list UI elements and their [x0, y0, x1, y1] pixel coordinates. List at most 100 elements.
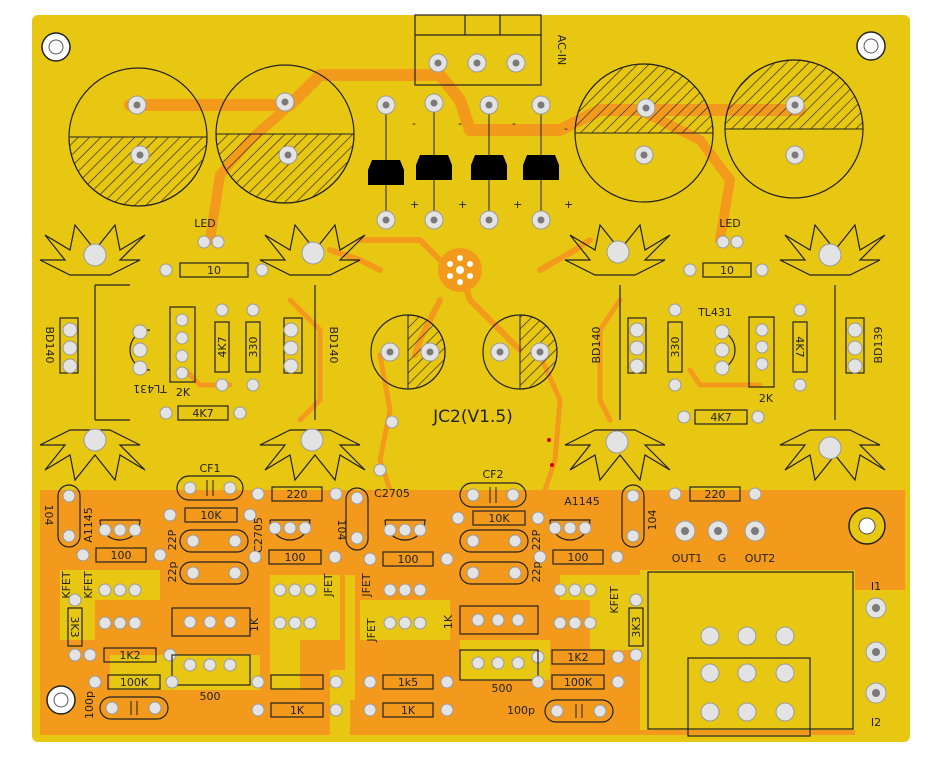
resistor-1k5: 1k5 [363, 674, 454, 690]
svg-text:BD140: BD140 [327, 326, 340, 363]
resistor-10k-right: 10K [451, 510, 545, 526]
svg-text:22P: 22P [530, 529, 543, 550]
filter-cap-3 [574, 63, 714, 203]
svg-text:22P: 22P [166, 529, 179, 550]
cap-100p-right: 100p [507, 699, 614, 723]
svg-text:4K7: 4K7 [793, 336, 806, 357]
resistor-220-right: 220 [668, 486, 762, 502]
resistor-1k-e: 1K [363, 702, 454, 718]
heatsink-left-1 [39, 223, 146, 482]
heatsink-left-2 [259, 223, 366, 482]
resistor-100-a: 100 [76, 547, 167, 563]
svg-text:22p: 22p [166, 561, 179, 582]
cap-cf2: CF2 [459, 468, 527, 508]
i2-label: I2 [871, 716, 881, 729]
svg-text:3K3: 3K3 [630, 616, 643, 637]
svg-text:1K2: 1K2 [567, 651, 588, 664]
a1145-left-label: A1145 [82, 507, 95, 543]
resistor-100-d: 100 [533, 549, 624, 565]
ac-in-connector: AC-IN [414, 14, 568, 86]
trimmer-500-left: 500 [171, 654, 251, 703]
svg-text:10K: 10K [200, 509, 222, 522]
resistor-1k-c [251, 674, 343, 690]
heatsink-right-1 [564, 223, 671, 482]
vias [373, 415, 554, 477]
mounting-holes [41, 31, 886, 715]
resistor-1k-d: 1K [251, 702, 343, 718]
g-label: G [718, 552, 727, 565]
plus-mark: + [513, 198, 522, 211]
resistor-100-c: 100 [363, 551, 454, 567]
filter-cap-2 [215, 64, 355, 204]
svg-text:220: 220 [287, 488, 308, 501]
svg-text:100: 100 [568, 551, 589, 564]
cap-104-right: 104 [621, 484, 659, 548]
cap-104-mid: 104 [335, 487, 369, 551]
svg-text:500: 500 [200, 690, 221, 703]
tl431-right: TL431 [697, 306, 736, 376]
resistor-100-b: 100 [248, 549, 342, 565]
c2705-left-label: C2705 [252, 517, 265, 553]
mid-cap-right [482, 314, 558, 390]
resistor-10-right: 10 LED [683, 217, 769, 278]
svg-text:100K: 100K [564, 676, 593, 689]
trimmer-1k-left: 1K [171, 607, 261, 637]
plus-mark: + [410, 198, 419, 211]
caps-22p-left: 22P 22p [166, 529, 249, 585]
svg-text:104: 104 [335, 520, 348, 541]
svg-text:1K: 1K [442, 614, 455, 629]
ac-in-label: AC-IN [555, 35, 568, 65]
minus-mark: - [564, 122, 568, 135]
cap-cf1: CF1 [176, 462, 244, 501]
svg-text:1K2: 1K2 [119, 649, 140, 662]
svg-text:CF1: CF1 [199, 462, 220, 475]
resistor-4k7-vert-right: 4K7 [792, 303, 808, 392]
svg-text:100: 100 [111, 549, 132, 562]
resistor-10-left: 10 LED [159, 217, 269, 278]
svg-text:100K: 100K [120, 676, 149, 689]
minus-mark: - [458, 117, 462, 130]
resistor-4k7-left: 4K7 [159, 405, 247, 421]
svg-text:10: 10 [207, 264, 221, 277]
input-terminals: I1 I2 [865, 580, 887, 729]
svg-text:4K7: 4K7 [192, 407, 213, 420]
svg-text:1K: 1K [248, 617, 261, 632]
cap-104-left: 104 [42, 484, 81, 548]
svg-text:LED: LED [719, 217, 741, 230]
svg-text:1k5: 1k5 [398, 676, 418, 689]
svg-text:BD140: BD140 [43, 326, 56, 363]
svg-text:100: 100 [285, 551, 306, 564]
minus-mark: - [512, 117, 516, 130]
resistor-3k3-left: 3K3 [67, 593, 83, 662]
svg-text:330: 330 [669, 337, 682, 358]
out1-label: OUT1 [672, 552, 702, 565]
jfet-label: JFET [360, 573, 373, 598]
svg-text:100p: 100p [83, 691, 96, 719]
diode-1 [368, 95, 404, 230]
svg-text:100p: 100p [507, 704, 535, 717]
cap-100p-left: 100p [83, 691, 169, 720]
plus-mark: + [564, 198, 573, 211]
trimmer-1k-right: 1K [442, 605, 539, 635]
svg-text:TL431: TL431 [697, 306, 732, 319]
bd140-mid: BD140 [283, 317, 340, 374]
resistor-4k7-vert-left: 4K7 [214, 303, 230, 392]
plus-mark: + [458, 198, 467, 211]
svg-text:LED: LED [194, 217, 216, 230]
switch-block [647, 571, 854, 737]
tl431-left: TL431 [129, 324, 168, 395]
diode-2 [416, 93, 452, 230]
svg-text:2K: 2K [176, 386, 191, 399]
audio-transistors [98, 519, 597, 630]
i1-label: I1 [871, 580, 881, 593]
svg-text:104: 104 [646, 510, 659, 531]
svg-text:4K7: 4K7 [216, 336, 229, 357]
resistor-330-right: 330 [667, 303, 683, 392]
bd139-right: BD139 [845, 317, 885, 374]
resistor-10k-left: 10K [163, 507, 257, 523]
svg-text:220: 220 [705, 488, 726, 501]
heatsink-right-2 [779, 223, 886, 482]
filter-cap-4 [724, 59, 864, 199]
svg-text:2K: 2K [759, 392, 774, 405]
